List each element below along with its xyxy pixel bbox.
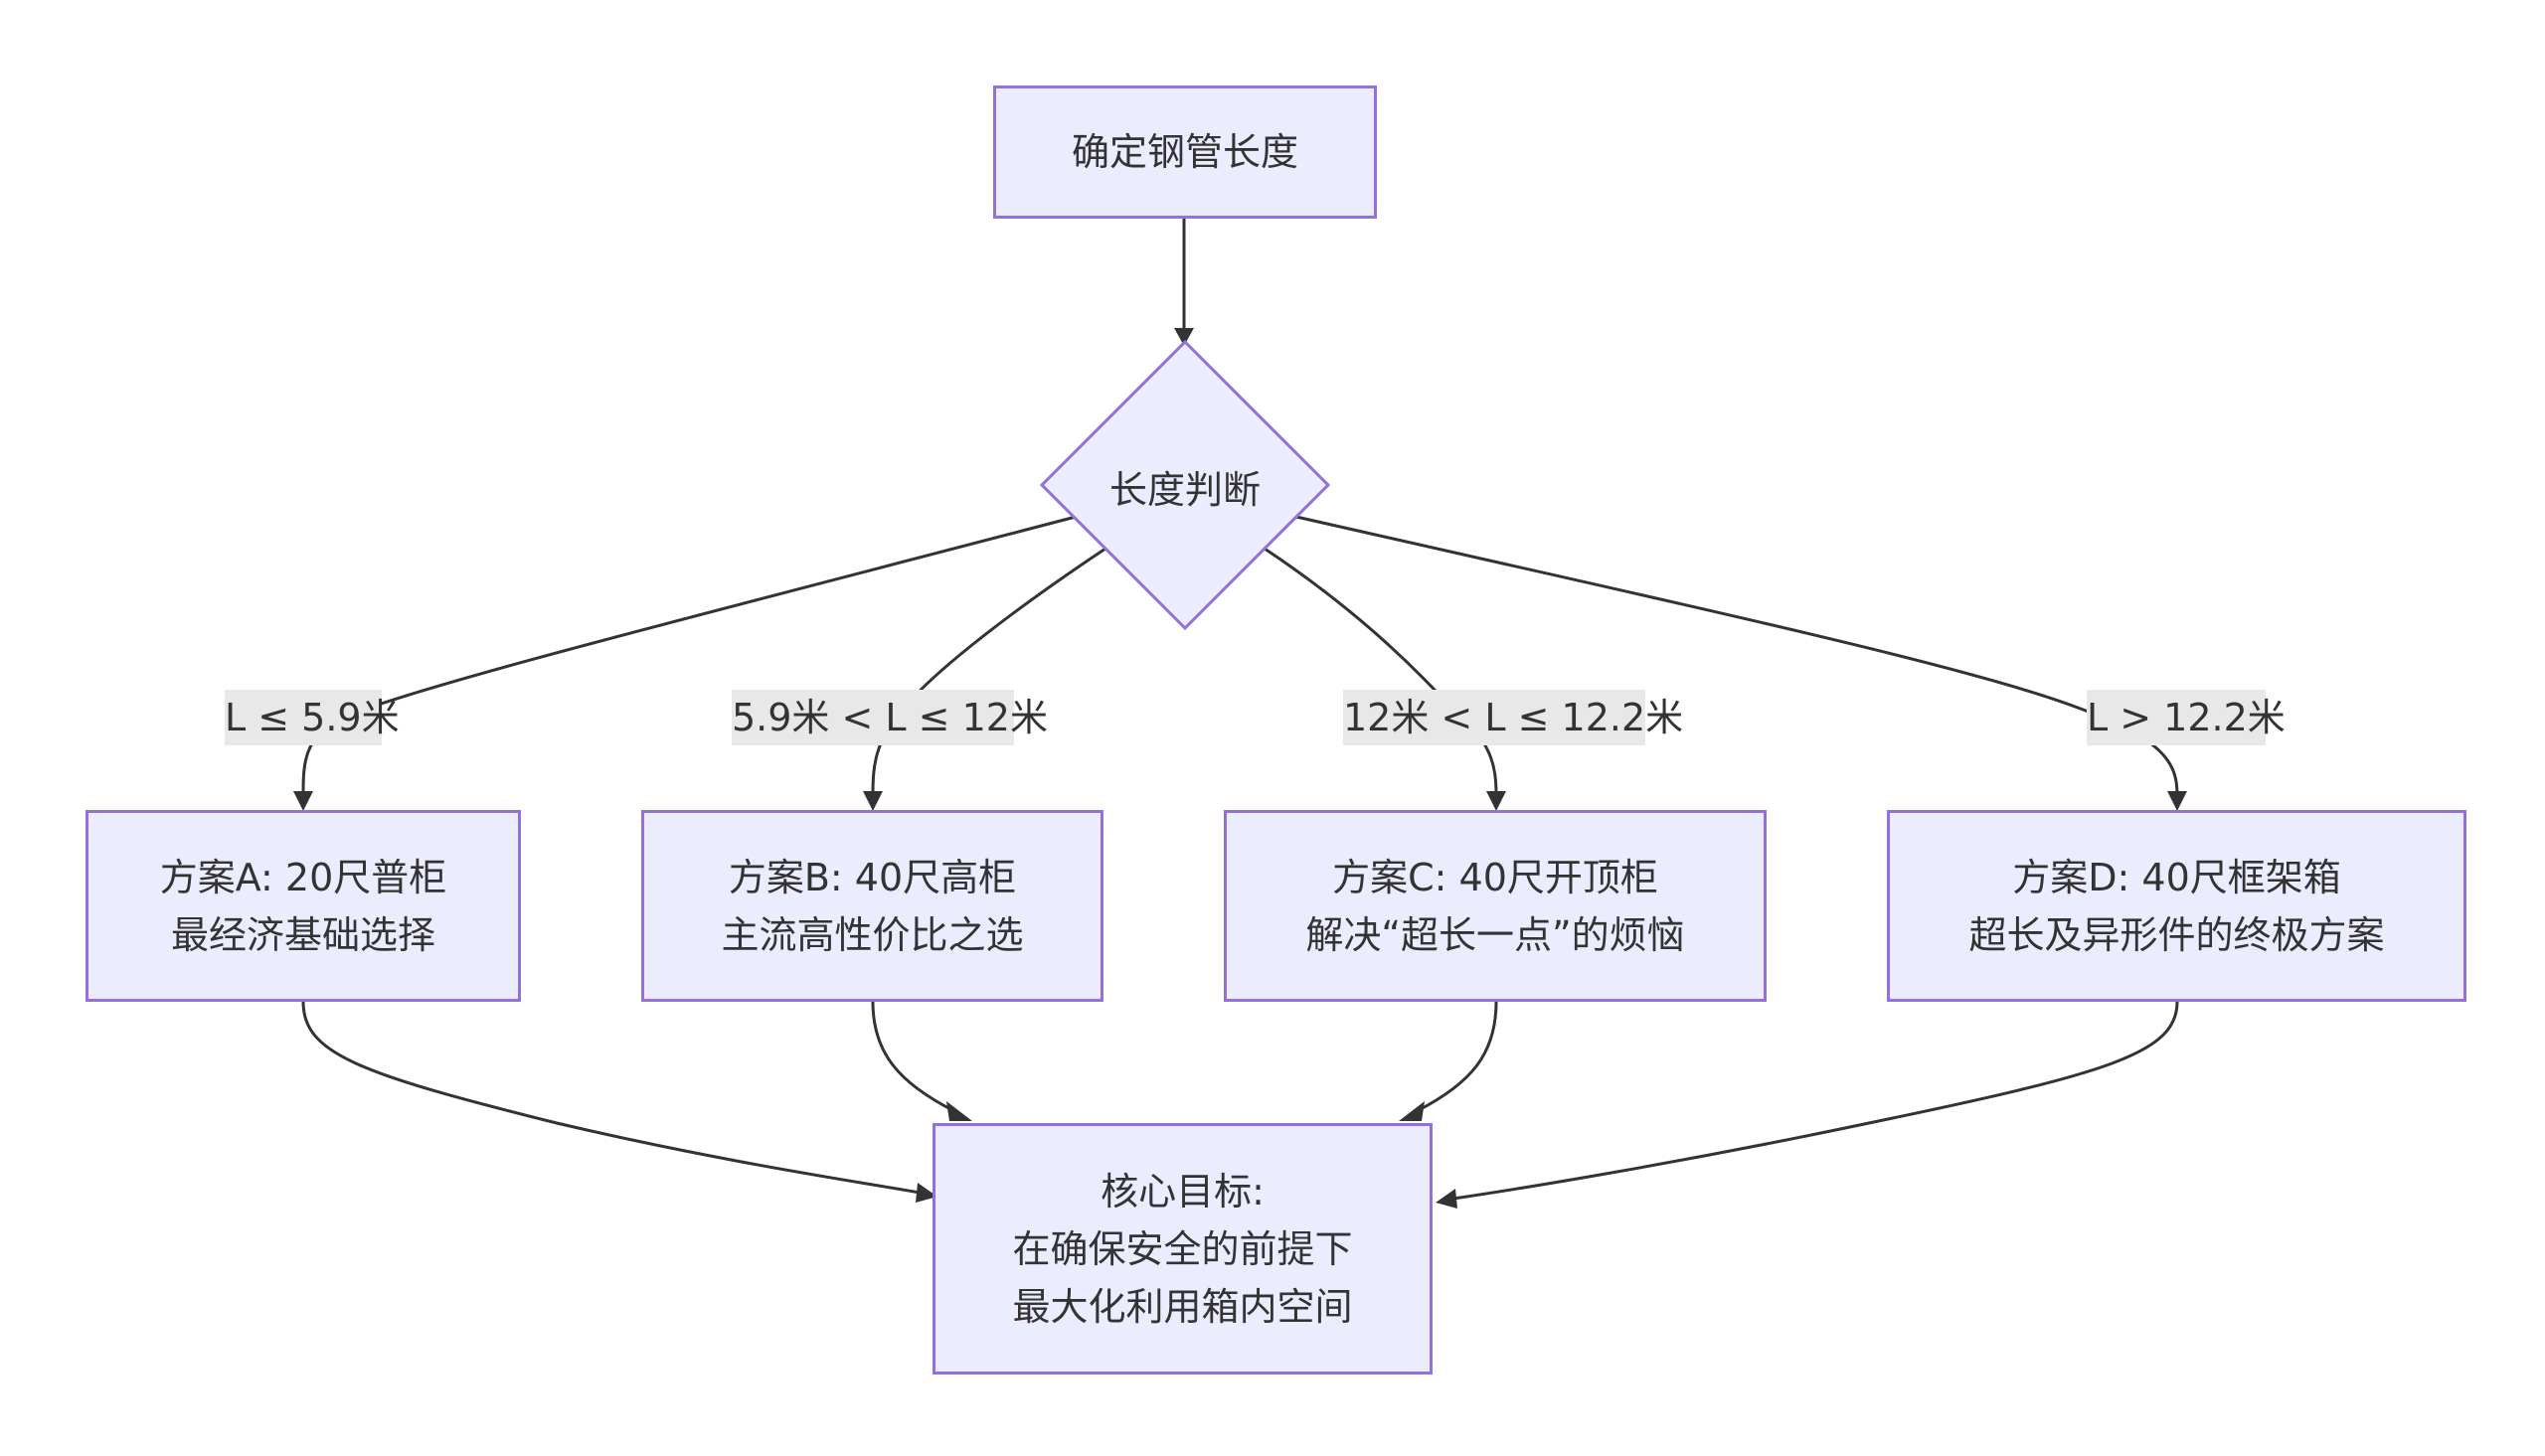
arrowhead-goal-c	[1399, 1101, 1425, 1121]
arrowhead-decision	[1174, 328, 1194, 346]
plan-a-title: 方案A: 20尺普柜	[159, 855, 447, 899]
plan-b-title: 方案B: 40尺高柜	[728, 855, 1017, 899]
plan-a-node: 方案A: 20尺普柜 最经济基础选择	[85, 810, 521, 1002]
start-node-label: 确定钢管长度	[1071, 130, 1298, 174]
arrowhead-plan-d	[2167, 791, 2187, 811]
arrowhead-goal-d	[1436, 1189, 1457, 1209]
goal-line-1: 在确保安全的前提下	[1012, 1226, 1353, 1271]
decision-label: 长度判断	[1108, 468, 1261, 512]
edge-plan-d-goal	[1452, 1001, 2179, 1201]
edge-decision-plan-b	[871, 547, 1106, 796]
start-node: 确定钢管长度	[993, 85, 1377, 219]
edge-plan-b-goal	[871, 1001, 955, 1113]
goal-node: 核心目标: 在确保安全的前提下 最大化利用箱内空间	[933, 1123, 1433, 1375]
arrowhead-goal-a	[916, 1183, 937, 1203]
plan-b-desc: 主流高性价比之选	[721, 912, 1024, 957]
arrowhead-plan-c	[1486, 791, 1506, 811]
edge-label-plan-a: L ≤ 5.9米	[225, 690, 400, 745]
arrowhead-plan-b	[863, 791, 883, 811]
arrowhead-plan-a	[293, 791, 313, 811]
plan-b-node: 方案B: 40尺高柜 主流高性价比之选	[641, 810, 1103, 1002]
plan-d-desc: 超长及异形件的终极方案	[1968, 912, 2385, 957]
goal-line-2: 最大化利用箱内空间	[1012, 1284, 1353, 1329]
edge-decision-plan-c	[1264, 547, 1498, 796]
plan-a-desc: 最经济基础选择	[170, 912, 435, 957]
plan-d-node: 方案D: 40尺框架箱 超长及异形件的终极方案	[1887, 810, 2466, 1002]
decision-diamond	[1039, 339, 1331, 631]
edge-decision-plan-a	[301, 515, 1077, 796]
edge-plan-a-goal	[301, 1001, 921, 1195]
plan-c-desc: 解决“超长一点”的烦恼	[1305, 912, 1685, 957]
edge-label-plan-c: 12米 < L ≤ 12.2米	[1343, 690, 1683, 745]
plan-c-title: 方案C: 40尺开顶柜	[1332, 855, 1658, 899]
arrowhead-goal-b	[946, 1101, 972, 1121]
edge-label-plan-b: 5.9米 < L ≤ 12米	[732, 690, 1048, 745]
edge-label-plan-d: L > 12.2米	[2087, 690, 2286, 745]
edge-decision-plan-d	[1295, 515, 2179, 796]
edge-plan-c-goal	[1416, 1001, 1498, 1113]
plan-c-node: 方案C: 40尺开顶柜 解决“超长一点”的烦恼	[1224, 810, 1767, 1002]
goal-title: 核心目标:	[1101, 1169, 1265, 1213]
plan-d-title: 方案D: 40尺框架箱	[2012, 855, 2341, 899]
